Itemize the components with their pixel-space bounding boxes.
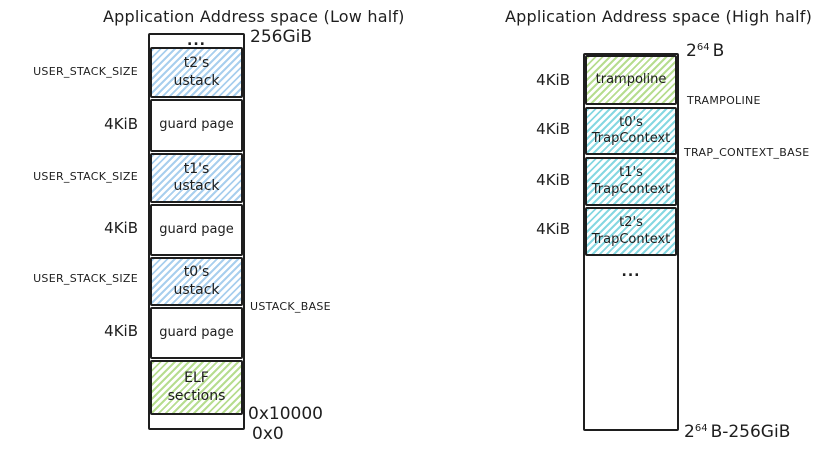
low-top-ellipsis: ... xyxy=(187,33,206,49)
address-exponent: 64 xyxy=(696,42,710,53)
segment-label: t2's xyxy=(183,55,210,71)
segment-label: guard page xyxy=(159,221,234,237)
segment-t2-trapcontext: t2's TrapContext xyxy=(585,207,677,256)
size-label-user-stack-t2: USER_STACK_SIZE xyxy=(33,65,138,78)
segment-elf-sections: ELF sections xyxy=(150,360,243,415)
segment-label: t1's xyxy=(619,165,643,181)
address-label-256gib: 256GiB xyxy=(250,27,313,47)
high-half-title: Application Address space (High half) xyxy=(505,7,813,26)
segment-label: t0's xyxy=(619,114,643,130)
segment-label: TrapContext xyxy=(591,231,671,247)
size-label-t1-trapcontext: 4KiB xyxy=(536,171,570,189)
size-label-user-stack-t0: USER_STACK_SIZE xyxy=(33,272,138,285)
segment-guard-page-1: guard page xyxy=(150,99,243,152)
segment-label: sections xyxy=(167,387,226,404)
segment-t1-ustack: t1's ustack xyxy=(150,153,243,203)
segment-trampoline: trampoline xyxy=(585,55,677,105)
segment-label: ustack xyxy=(173,72,220,89)
size-label-trampoline: 4KiB xyxy=(536,71,570,89)
size-label-user-stack-t1: USER_STACK_SIZE xyxy=(33,170,138,183)
segment-t0-trapcontext: t0's TrapContext xyxy=(585,107,677,155)
address-label-0x10000: 0x10000 xyxy=(248,404,323,424)
segment-label: ustack xyxy=(173,178,220,194)
address-suffix: B-256GiB xyxy=(710,422,791,442)
segment-label: TrapContext xyxy=(591,131,671,146)
size-label-t0-trapcontext: 4KiB xyxy=(536,120,570,138)
address-exponent: 64 xyxy=(694,423,708,434)
segment-label: guard page xyxy=(159,324,234,340)
address-suffix: B xyxy=(712,41,725,61)
segment-t2-ustack: t2's ustack xyxy=(150,47,243,98)
high-half-column: trampoline t0's TrapContext t1's TrapCon… xyxy=(583,53,679,431)
segment-label: t1's xyxy=(183,160,210,177)
size-label-guard-3: 4KiB xyxy=(104,322,138,340)
segment-label: guard page xyxy=(159,117,234,133)
segment-t1-trapcontext: t1's TrapContext xyxy=(585,157,677,206)
segment-guard-page-3: guard page xyxy=(150,307,243,359)
address-base: 2 xyxy=(684,422,695,442)
address-base: 2 xyxy=(686,41,697,61)
low-half-title: Application Address space (Low half) xyxy=(103,7,405,26)
address-label-trampoline: TRAMPOLINE xyxy=(687,94,761,107)
segment-label: TrapContext xyxy=(591,181,671,197)
segment-label: t0's xyxy=(183,264,210,280)
size-label-guard-1: 4KiB xyxy=(104,115,138,133)
segment-label: t2's xyxy=(619,215,643,231)
low-half-column: ... t2's ustack guard page t1's ustack g… xyxy=(148,33,245,430)
address-label-ustack-base: USTACK_BASE xyxy=(250,300,331,313)
address-label-0x0: 0x0 xyxy=(252,424,284,444)
segment-t0-ustack: t0's ustack xyxy=(150,257,243,306)
size-label-t2-trapcontext: 4KiB xyxy=(536,220,570,238)
high-ellipsis: ... xyxy=(621,264,641,280)
segment-label: ELF xyxy=(184,370,209,386)
segment-label: ustack xyxy=(173,281,220,298)
segment-guard-page-2: guard page xyxy=(150,204,243,256)
segment-label: trampoline xyxy=(595,71,667,87)
size-label-guard-2: 4KiB xyxy=(104,219,138,237)
address-label-trap-context-base: TRAP_CONTEXT_BASE xyxy=(684,146,810,159)
